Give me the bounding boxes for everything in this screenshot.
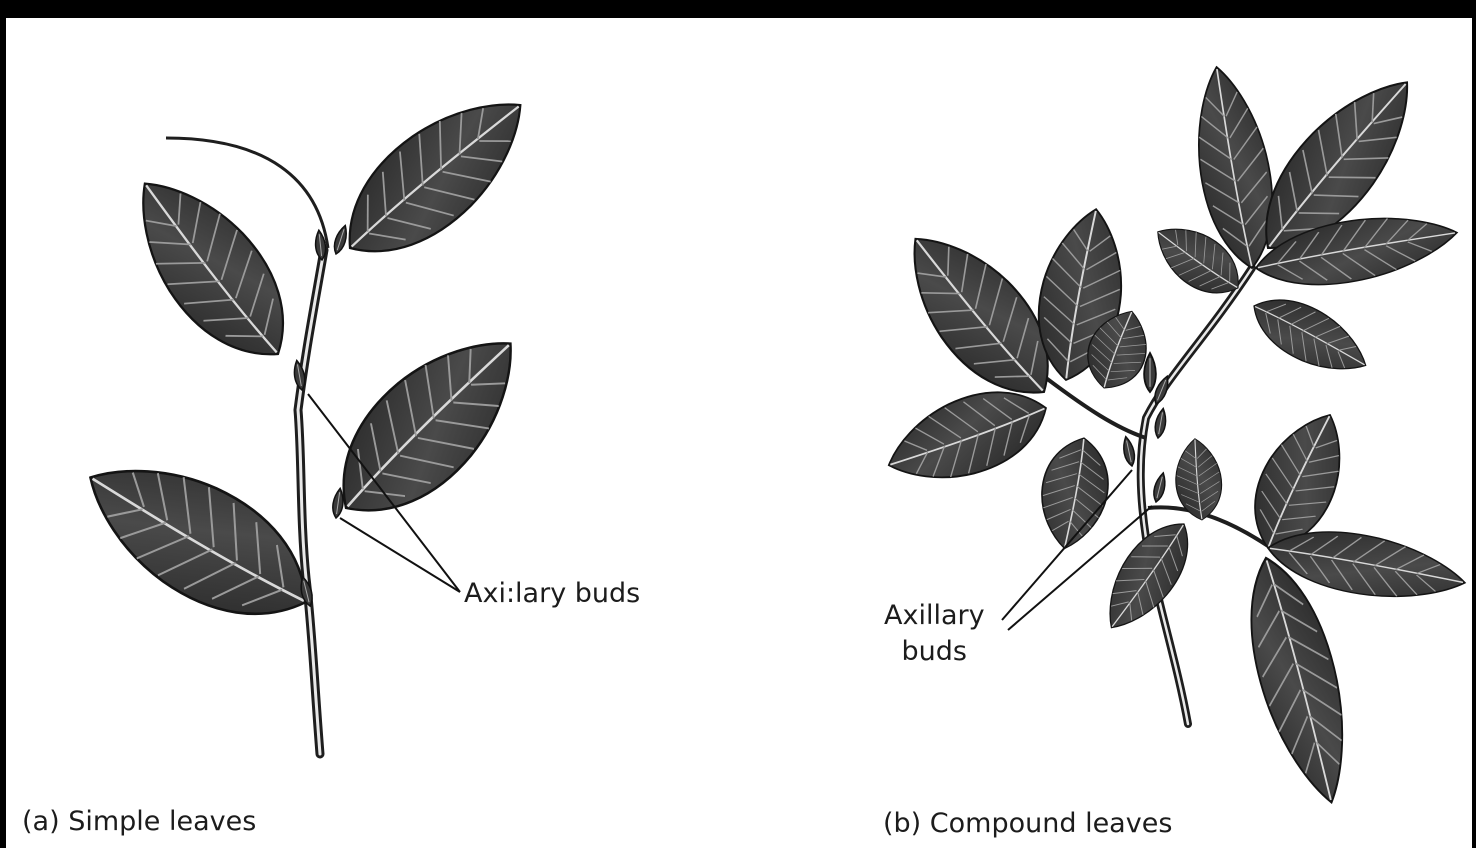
figure-canvas: Axi:lary buds Axillary buds (a) Simple l… (6, 18, 1472, 848)
axillary-buds-label-b-line2: buds (884, 634, 985, 670)
axillary-buds-label-b: Axillary buds (884, 598, 985, 670)
botanical-illustration (6, 18, 1472, 848)
caption-compound-leaves: (b) Compound leaves (883, 806, 1172, 842)
axillary-buds-label-b-line1: Axillary (884, 598, 985, 634)
compound-leaves-drawing (876, 57, 1470, 812)
simple-leaves-drawing (63, 70, 550, 754)
caption-simple-leaves: (a) Simple leaves (22, 804, 256, 840)
axillary-buds-label-a: Axi:lary buds (464, 576, 640, 612)
